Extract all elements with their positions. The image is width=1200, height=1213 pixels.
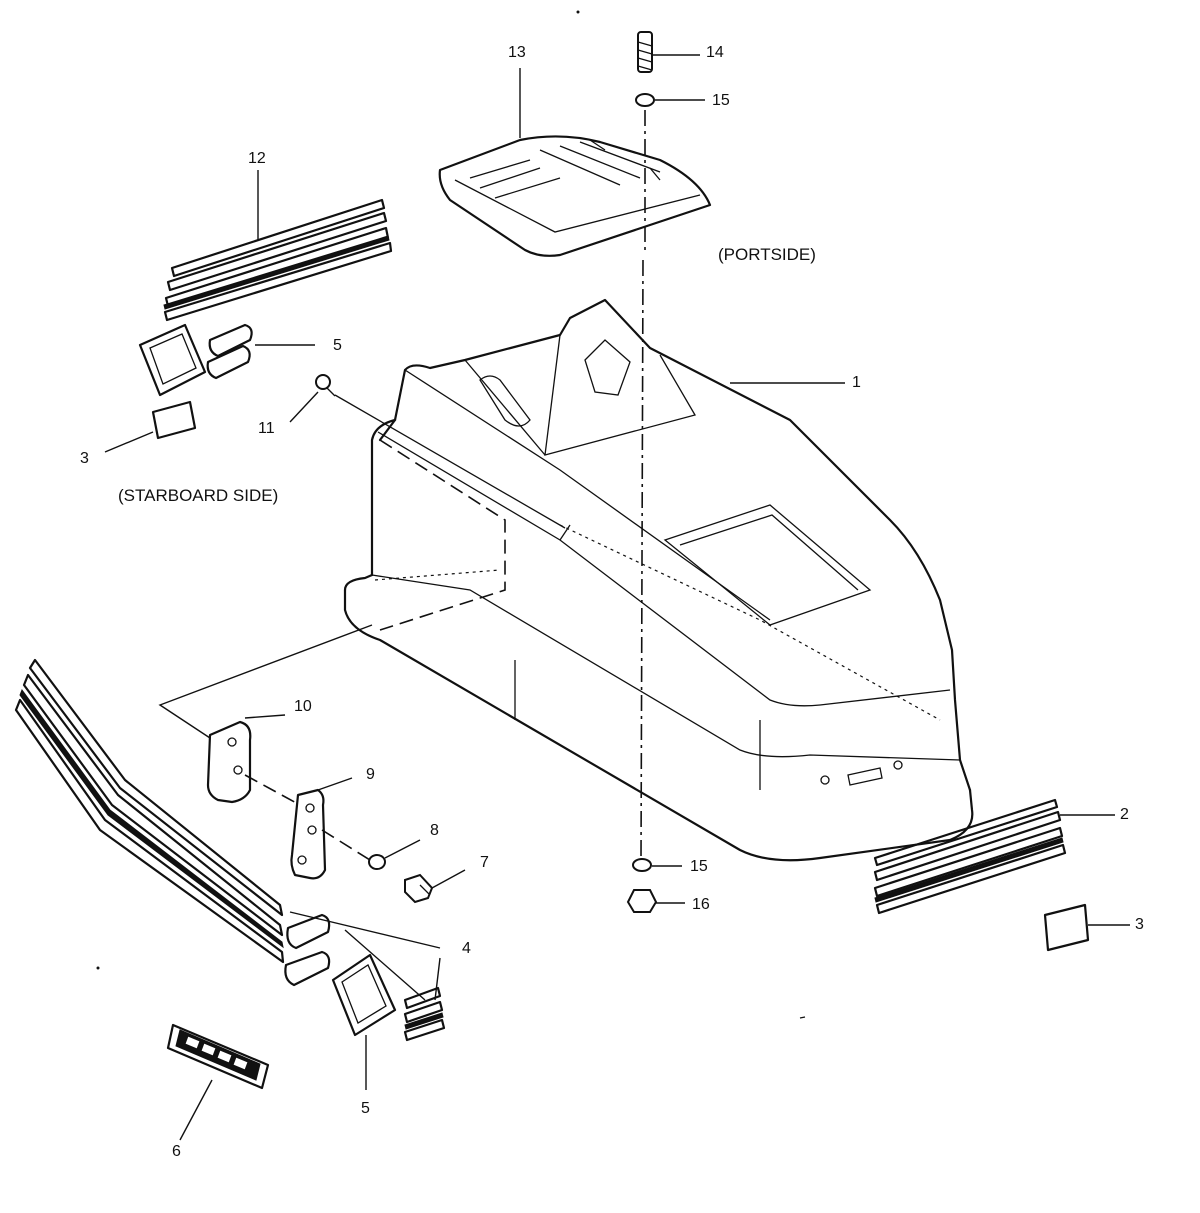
stripe-decal-part-12 [163, 198, 393, 322]
bracket-10-guide [244, 774, 301, 806]
callout-6: 6 [172, 1143, 181, 1160]
emblem-part-4 [284, 913, 446, 1042]
long-stripe-decal-starboard [14, 658, 285, 964]
emblem-part-5-lower [331, 953, 397, 1037]
callout-16: 16 [692, 896, 710, 913]
callout-14: 14 [706, 44, 724, 61]
callout-3b: 3 [1135, 916, 1144, 933]
screw-part-11 [315, 374, 336, 397]
latch-9-guide [321, 829, 371, 861]
callout-2: 2 [1120, 806, 1129, 823]
stripe-decal-part-2 [873, 798, 1067, 915]
bracket-part-10 [206, 720, 252, 804]
leader-lines [104, 54, 1130, 1141]
callout-3a: 3 [80, 450, 89, 467]
speck [96, 966, 100, 970]
caption-portside: (PORTSIDE) [718, 245, 816, 264]
caption-starboard: (STARBOARD SIDE) [118, 486, 279, 505]
washer-part-8 [368, 854, 386, 870]
washer-part-15-top [635, 93, 655, 107]
guide-line-lower [158, 624, 373, 739]
decal-part-3-starboard [151, 400, 197, 440]
guide-line-upper [379, 439, 506, 631]
callout-11: 11 [258, 420, 275, 437]
callout-5b: 5 [361, 1100, 370, 1117]
screw-part-7 [404, 873, 434, 904]
latch-plate-part-9 [290, 788, 327, 880]
callout-4: 4 [462, 940, 471, 957]
callout-15a: 15 [712, 92, 730, 109]
callout-15b: 15 [690, 858, 708, 875]
nut-part-16 [626, 889, 658, 913]
top-cowl-part-1 [343, 298, 974, 862]
callout-1: 1 [852, 374, 861, 391]
decal-part-3-portside [1043, 903, 1090, 952]
callout-12: 12 [248, 150, 266, 167]
logo-badge-part-6 [166, 1023, 270, 1090]
bolt-part-14 [637, 31, 653, 73]
top-cover-part-13 [438, 135, 712, 257]
callout-10: 10 [294, 698, 312, 715]
emblem-part-5-upper [138, 323, 253, 397]
callout-9: 9 [366, 766, 375, 783]
screw-11-guide-line [334, 394, 566, 529]
speck [799, 1016, 806, 1019]
callout-5a: 5 [333, 337, 342, 354]
washer-part-15-bottom [632, 858, 652, 872]
callout-7: 7 [480, 854, 489, 871]
speck [576, 10, 580, 14]
callout-13: 13 [508, 44, 526, 61]
callout-8: 8 [430, 822, 439, 839]
assembly-centerline [640, 110, 646, 861]
